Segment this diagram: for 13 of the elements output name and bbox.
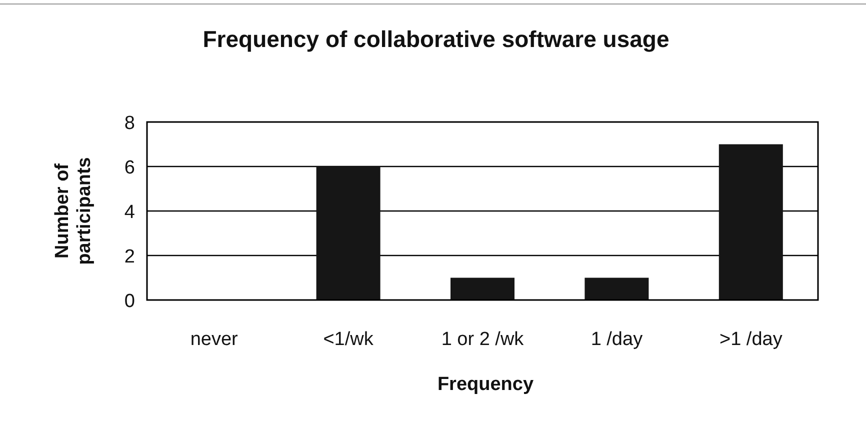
category-label: 1 or 2 /wk <box>441 329 524 350</box>
tick-label: 0 <box>124 291 135 312</box>
axis-title: Frequency <box>437 374 534 395</box>
tick-label: 6 <box>124 158 135 178</box>
axis-title: Number of participants <box>52 157 95 265</box>
category-label: 1 /day <box>590 329 643 350</box>
category-label: <1/wk <box>323 329 374 350</box>
tick-label: 8 <box>124 113 135 134</box>
chart-title: Frequency of collaborative software usage <box>202 26 670 52</box>
category-label: >1 /day <box>719 329 782 350</box>
tick-label: 2 <box>124 246 135 268</box>
category-label: never <box>190 329 238 350</box>
tick-label: 4 <box>124 202 135 223</box>
